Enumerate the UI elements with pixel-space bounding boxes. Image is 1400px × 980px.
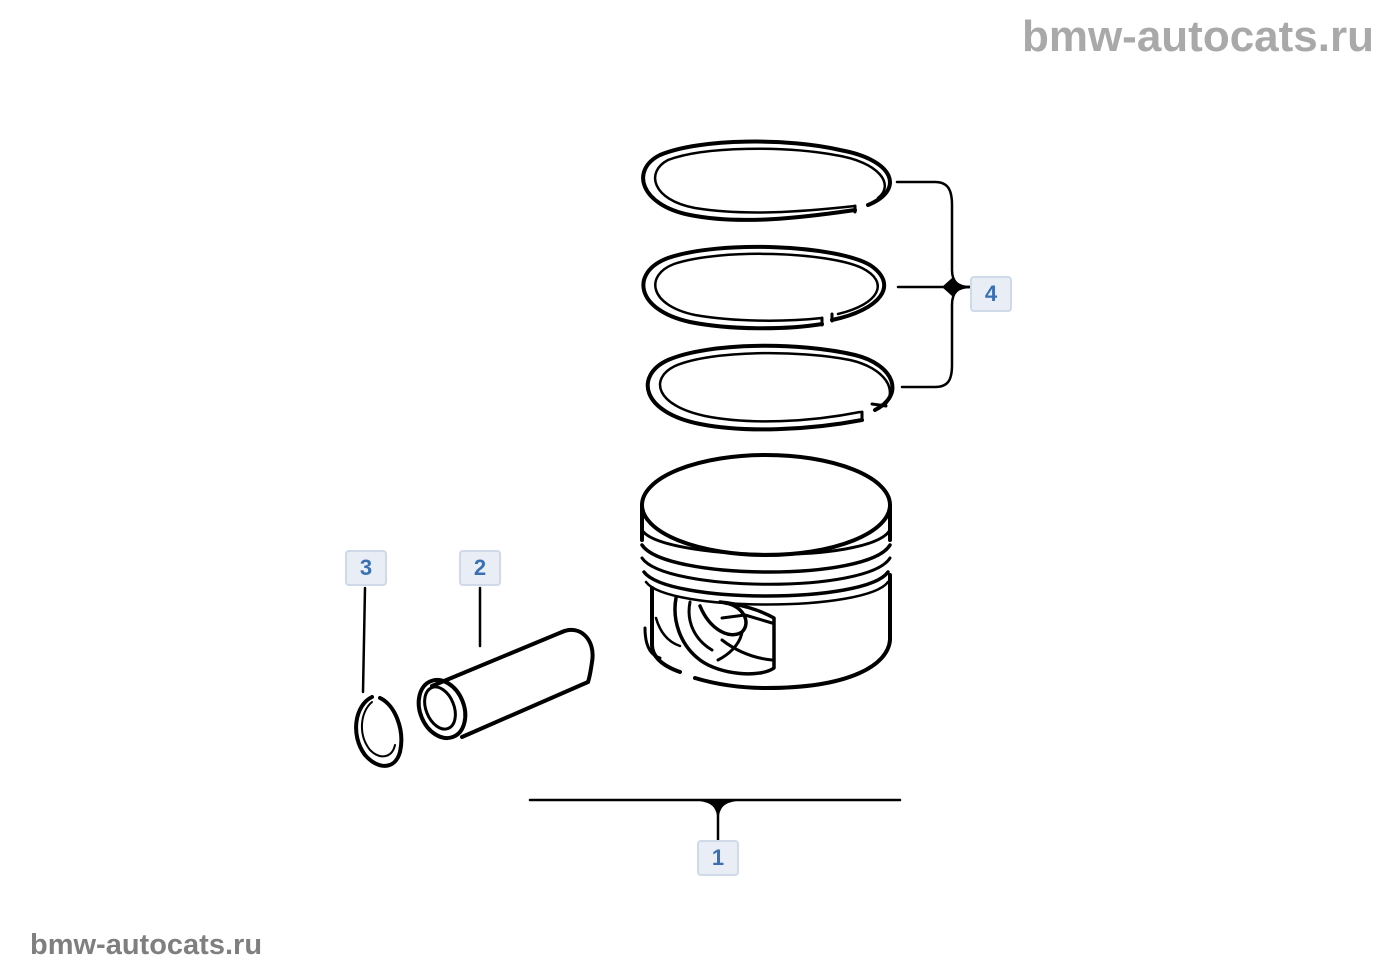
callout-2[interactable]: 2: [459, 550, 501, 586]
circlip: [354, 695, 404, 768]
callout-4[interactable]: 4: [970, 276, 1012, 312]
callout-1[interactable]: 1: [697, 840, 739, 876]
bracket-item-4: [895, 180, 972, 389]
leader-line-3: [361, 586, 367, 694]
piston-ring-top: [641, 139, 892, 222]
piston-ring-bottom: [645, 343, 895, 432]
bracket-item-1: [528, 798, 902, 842]
piston-ring-middle: [641, 244, 886, 331]
watermark-bottom: bmw-autocats.ru: [30, 929, 263, 961]
piston-pin: [416, 628, 595, 741]
callout-3[interactable]: 3: [345, 550, 387, 586]
watermark-top: bmw-autocats.ru: [1021, 12, 1374, 61]
piston: [640, 453, 892, 690]
